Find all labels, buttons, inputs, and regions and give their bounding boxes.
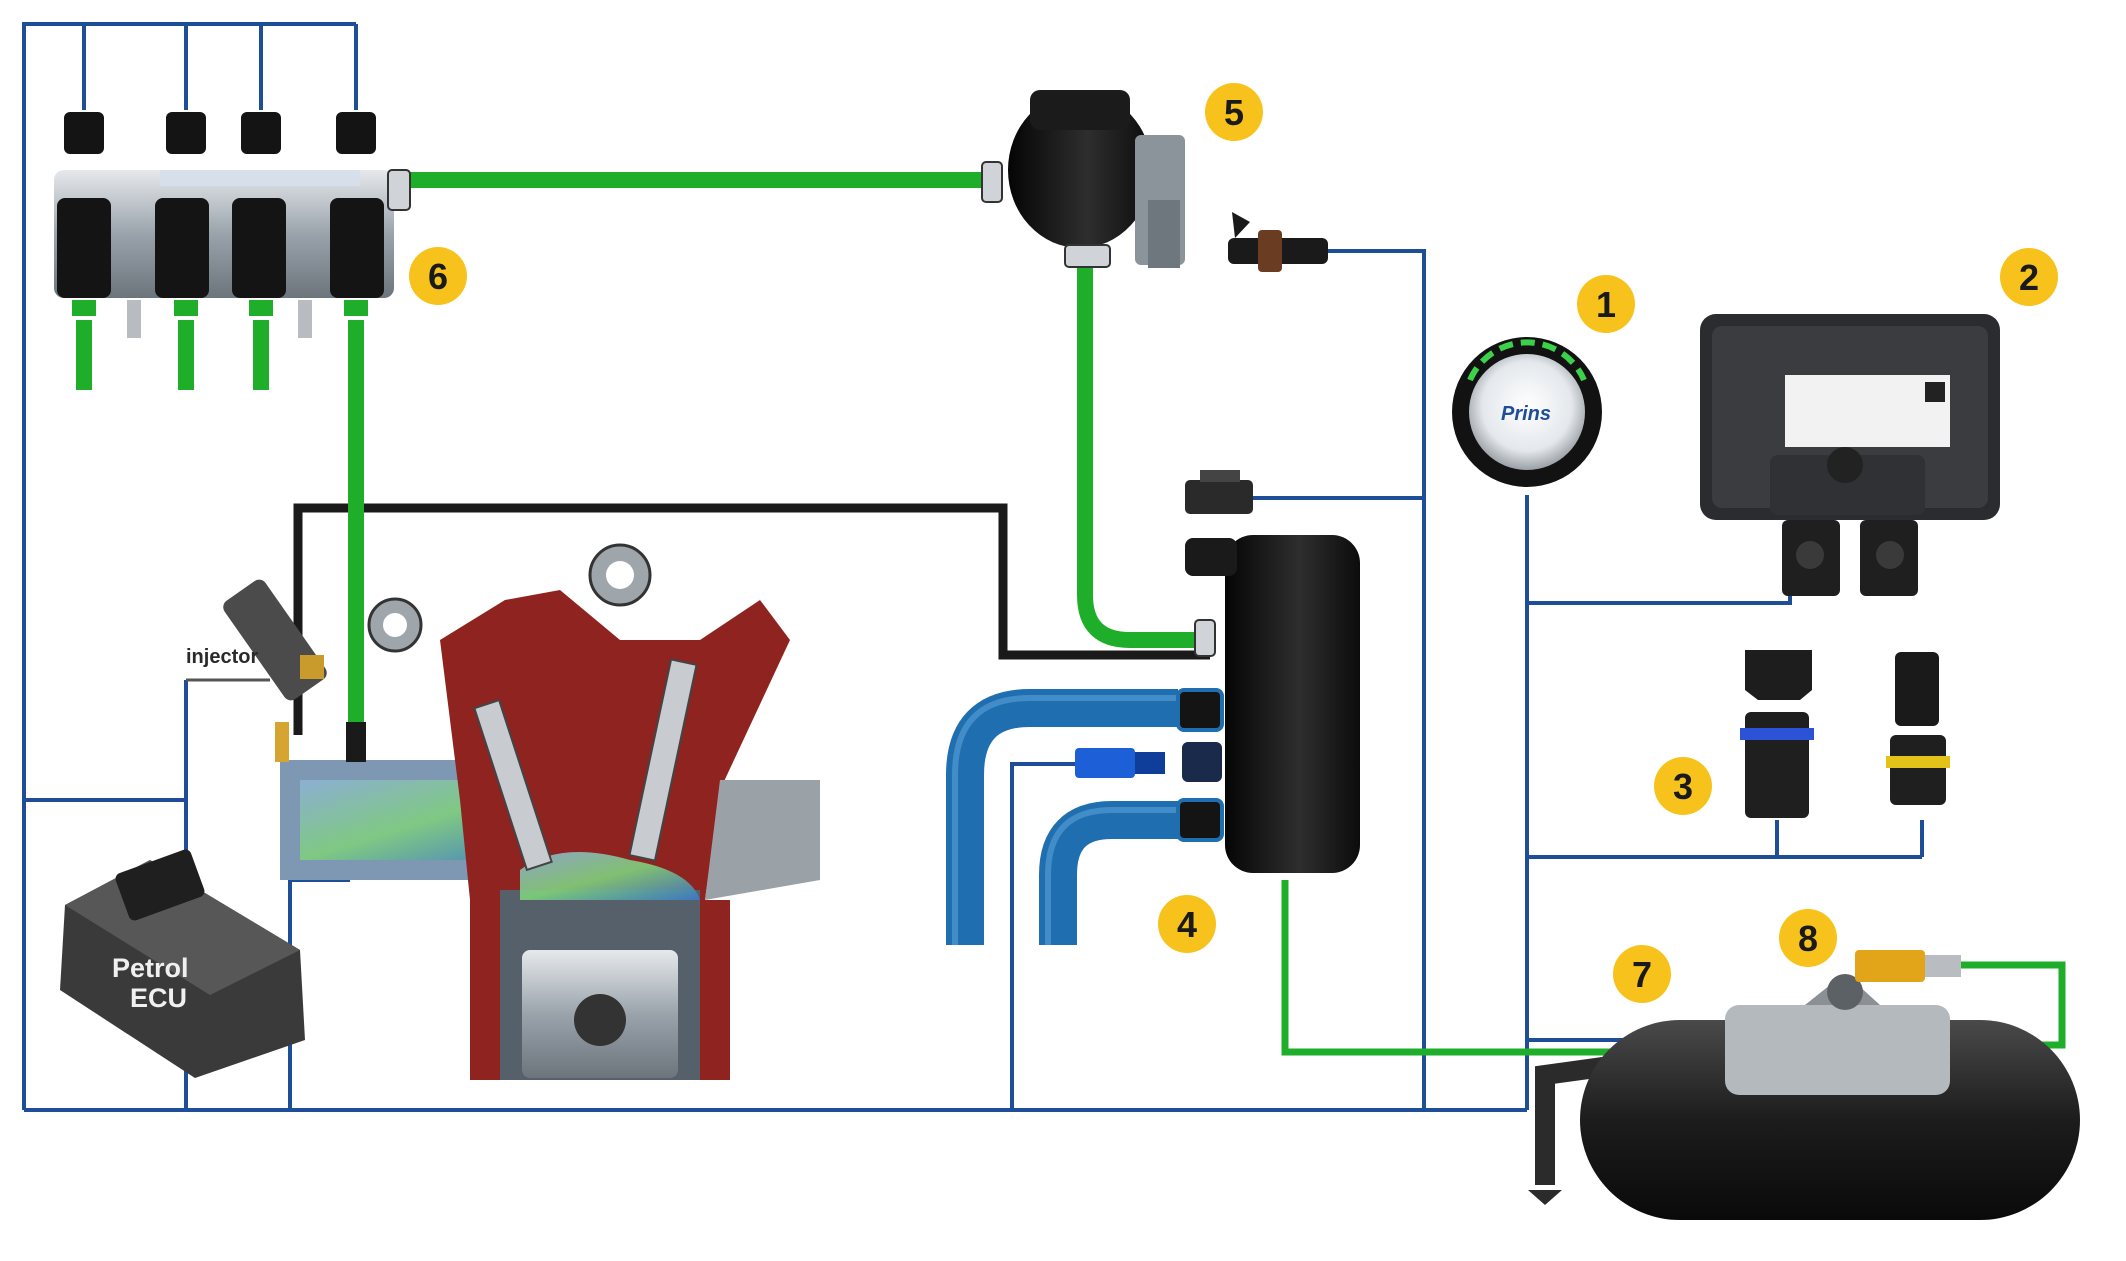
petrol-ecu: Petrol ECU: [60, 849, 305, 1078]
badge-3: 3: [1654, 757, 1712, 815]
injector-rail-plugs: [64, 112, 376, 154]
gas-line-tank: [1281, 880, 1692, 1056]
gas-hoses: [76, 172, 1200, 735]
tank-multivalve: [1725, 1005, 1950, 1095]
tank-body: [1580, 1020, 2080, 1220]
svg-text:1: 1: [1596, 284, 1616, 325]
valves: [473, 658, 698, 872]
pressure-sensor-connector: [1228, 212, 1328, 272]
connector-male: [1895, 652, 1939, 726]
gas-hose-filter-to-reducer: [1077, 262, 1200, 648]
svg-text:8: 8: [1798, 918, 1818, 959]
level-sensor: [1855, 950, 1961, 982]
svg-text:2: 2: [2019, 257, 2039, 298]
gas-filter: [981, 90, 1185, 268]
badge-2: 2: [2000, 248, 2058, 306]
connectors: [1740, 650, 1950, 818]
injector-label: injector: [186, 646, 258, 668]
wire-connectors: [1527, 820, 1924, 859]
injector-rail: [54, 112, 411, 338]
svg-text:7: 7: [1632, 954, 1652, 995]
svg-text:6: 6: [428, 256, 448, 297]
petrol-injector: [223, 579, 327, 701]
wire-injector-drops: [82, 24, 358, 110]
coolant-hose-in: [946, 689, 1178, 945]
badge-6: 6: [409, 247, 467, 305]
injector-rail-coils: [57, 198, 384, 298]
lpg-ecu-sticker: [1785, 375, 1950, 447]
gas-hose-injector-nozzles: [76, 320, 269, 390]
lpg-ecu: [1700, 314, 2000, 596]
wire-ecu: [1527, 592, 1792, 605]
temperature-sensor: [1075, 748, 1165, 778]
wire-pressure-sensor: [1325, 249, 1426, 1110]
badge-8: 8: [1779, 909, 1837, 967]
engine-cutaway: [223, 543, 820, 1080]
vacuum-hose: [293, 503, 1210, 735]
svg-text:3: 3: [1673, 766, 1693, 807]
reducer-plug: [1185, 470, 1253, 514]
connector-female: [1745, 712, 1809, 818]
injector-rail-body: [54, 170, 394, 298]
badge-7: 7: [1613, 945, 1671, 1003]
lpg-tank: [1528, 974, 2080, 1220]
wire-main-loop: [22, 22, 356, 1110]
number-badges: 1 2 3 4 5 6 7 8: [409, 83, 2058, 1003]
reducer: [1176, 535, 1360, 873]
petrol-ecu-label-line1: Petrol: [112, 953, 189, 983]
coolant-hose-out: [1039, 801, 1178, 945]
svg-text:5: 5: [1224, 92, 1244, 133]
fuel-switch: Prins: [1452, 337, 1602, 487]
badge-5: 5: [1205, 83, 1263, 141]
filter-body: [1008, 92, 1152, 248]
switch-brand-label: Prins: [1501, 403, 1551, 425]
svg-text:4: 4: [1177, 904, 1197, 945]
badge-1: 1: [1577, 275, 1635, 333]
petrol-ecu-label-line2: ECU: [130, 983, 187, 1013]
coolant-hoses: [946, 689, 1178, 945]
badge-4: 4: [1158, 895, 1216, 953]
reducer-body: [1225, 535, 1360, 873]
wire-temp-sensor: [1010, 762, 1075, 1110]
